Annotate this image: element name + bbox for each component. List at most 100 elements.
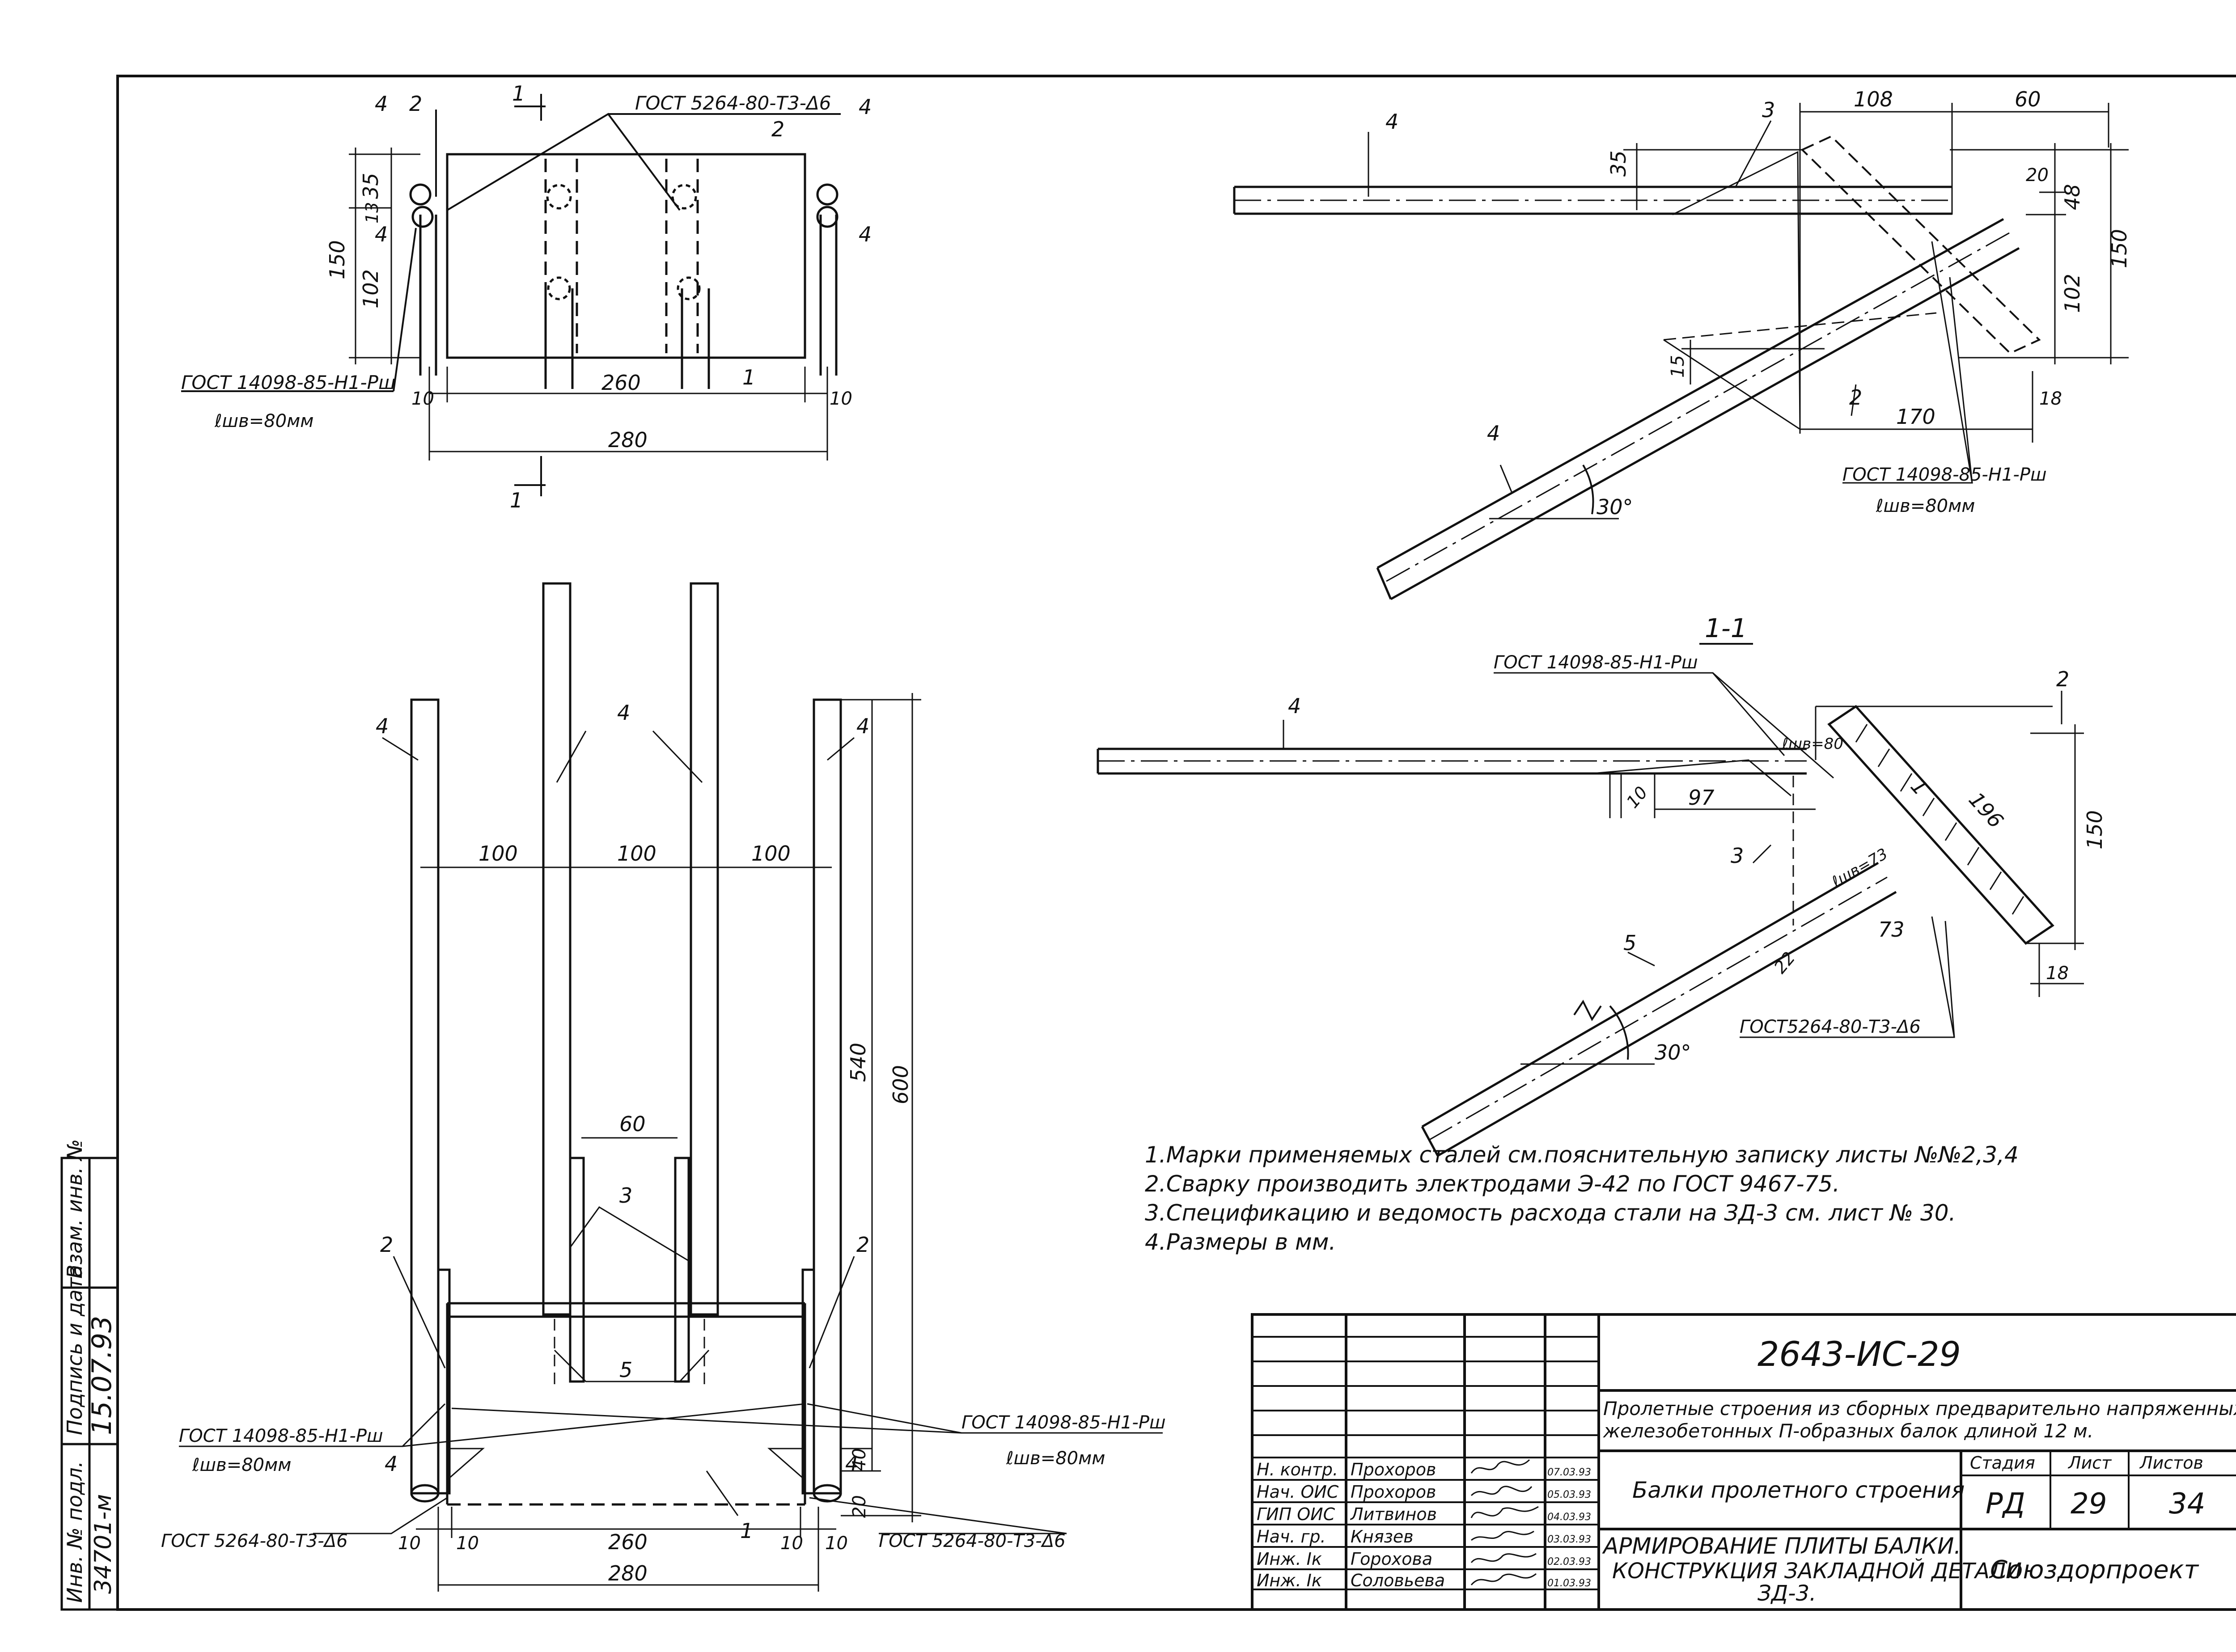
project-name-line-1: Пролетные строения из сборных предварите… [1603, 1398, 2236, 1420]
mark-2: 2 [771, 117, 784, 141]
dim-260: 260 [608, 1530, 648, 1554]
mark-4: 4 [845, 1452, 858, 1476]
role: Н. контр. [1257, 1460, 1338, 1479]
mark-4: 4 [1288, 694, 1301, 718]
dim-60: 60 [619, 1112, 646, 1136]
stage-value: РД [1986, 1487, 2025, 1521]
mark-2: 2 [1849, 385, 1862, 410]
sheets-label: Листов [2139, 1453, 2203, 1473]
dim-10: 10 [456, 1533, 479, 1554]
dim-13: 13 [362, 202, 382, 224]
mark-4: 4 [1385, 110, 1398, 134]
person-name: Прохоров [1351, 1460, 1436, 1479]
bar-weld-callout: ГОСТ 14098-85-Н1-Рш [1842, 465, 2047, 485]
mark-3: 3 [1731, 844, 1744, 868]
person-name: Литвинов [1350, 1504, 1437, 1524]
dim-280: 280 [608, 1561, 648, 1585]
weld-length: ℓшв=80мм [1006, 1448, 1105, 1469]
weld-length: ℓшв=80мм [214, 411, 313, 431]
side-top-labels: 4 3 4 2 108 60 35 20 48 150 102 15 170 1… [1385, 87, 2131, 519]
mark-4: 4 [859, 95, 872, 119]
date: 01.03.93 [1547, 1578, 1591, 1589]
weld-length: ℓшв=80мм [1876, 496, 1975, 516]
signature [1470, 1486, 1533, 1496]
dim-10: 10 [830, 389, 852, 409]
signature [1470, 1553, 1537, 1563]
title-block [1251, 1313, 2236, 1611]
mark-4: 4 [376, 714, 389, 738]
mark-5: 5 [619, 1358, 632, 1382]
dim-20: 20 [849, 1495, 870, 1518]
section-mark: 1 [512, 81, 525, 106]
dim-10: 10 [825, 1533, 848, 1554]
person-name: Князев [1351, 1527, 1414, 1546]
dim-10: 10 [780, 1533, 803, 1554]
sheet-frame [116, 75, 2236, 1611]
dim-35: 35 [1606, 150, 1630, 177]
dim-100: 100 [617, 841, 656, 866]
note-1: 1.Марки применяемых сталей см.пояснитель… [1145, 1142, 2019, 1168]
dim-108: 108 [1854, 87, 1893, 111]
mark-5: 5 [1623, 931, 1636, 955]
doc-number: 2643-ИС-29 [1757, 1334, 1961, 1374]
dim-60: 60 [2015, 87, 2041, 111]
mark-2: 2 [409, 92, 422, 116]
date: 07.03.93 [1547, 1467, 1591, 1478]
role: Инж. Iк [1257, 1549, 1322, 1569]
dim-100: 100 [479, 841, 518, 866]
mark-3: 3 [1762, 98, 1775, 122]
note-4: 4.Размеры в мм. [1145, 1229, 1336, 1255]
weld-length: ℓшв=80 [1782, 735, 1843, 753]
dim-260: 260 [601, 371, 641, 395]
date: 05.03.93 [1547, 1489, 1591, 1500]
vzam-label: Взам. инв. № [63, 1139, 87, 1279]
signature [1470, 1459, 1530, 1474]
stage-label: Стадия [1970, 1453, 2035, 1473]
sheets-value: 34 [2169, 1487, 2205, 1521]
person-name: Соловьева [1351, 1571, 1445, 1590]
mark-4: 4 [375, 222, 388, 246]
dim-15: 15 [1668, 355, 1688, 378]
dim-10: 10 [411, 389, 434, 409]
signature [1470, 1506, 1539, 1518]
bar-weld-callout: ГОСТ 14098-85-Н1-Рш [181, 372, 395, 393]
mark-4: 4 [617, 701, 630, 725]
mark-4: 4 [856, 714, 869, 738]
date: 04.03.93 [1547, 1512, 1591, 1523]
dim-18: 18 [2046, 963, 2069, 984]
dim-150: 150 [2083, 810, 2107, 849]
sign-date-label: Подпись и дата [63, 1265, 87, 1435]
plan-top-labels: 4 2 2 4 4 4 1 ГОСТ 5264-80-Т3-Δ6 ГОСТ 14… [181, 81, 872, 512]
dim-48: 48 [2060, 184, 2084, 210]
plan-bottom-labels: 4 4 4 4 100 100 100 60 3 2 2 5 1 4 4 540… [161, 701, 1166, 1585]
side-top-view [1233, 103, 2129, 600]
section-title: 1-1 [1705, 613, 1747, 643]
dim-540: 540 [846, 1043, 870, 1082]
sheet-title-1: АРМИРОВАНИЕ ПЛИТЫ БАЛКИ. [1602, 1533, 1961, 1559]
dim-10: 10 [398, 1533, 421, 1554]
note-3: 3.Спецификацию и ведомость расхода стали… [1145, 1200, 1956, 1226]
dim-102: 102 [359, 269, 383, 308]
plate-weld-callout: ГОСТ 5264-80-Т3-Δ6 [161, 1531, 348, 1551]
plate-weld-callout: ГОСТ 5264-80-Т3-Δ6 [635, 92, 831, 114]
signature-marks [1470, 1459, 1539, 1585]
role: Нач. ОИС [1257, 1482, 1339, 1502]
plan-top-view [181, 94, 841, 496]
bar-weld-callout: ГОСТ 14098-85-Н1-Рш [179, 1426, 383, 1446]
dim-150: 150 [2107, 229, 2131, 268]
mark-4: 4 [859, 222, 872, 246]
inv-podl-value: 34701-м [90, 1494, 117, 1594]
date: 02.03.93 [1547, 1556, 1591, 1567]
section-name: Балки пролетного строения [1632, 1477, 1965, 1503]
approval-rows: Н. контр. Прохоров 07.03.93 Нач. ОИС Про… [1257, 1460, 1591, 1590]
organization: Союздорпроект [1990, 1555, 2199, 1584]
bar-weld-callout: ГОСТ 14098-85-Н1-Рш [961, 1412, 1166, 1433]
bar-weld-callout: ГОСТ 14098-85-Н1-Рш [1494, 652, 1698, 673]
section-1-1-view [1097, 643, 2084, 1157]
mark-2: 2 [2056, 667, 2069, 691]
mark-4: 4 [375, 92, 388, 116]
mark-4: 4 [385, 1452, 398, 1476]
plan-bottom-view [179, 582, 1163, 1592]
role: Инж. Iк [1257, 1571, 1322, 1590]
